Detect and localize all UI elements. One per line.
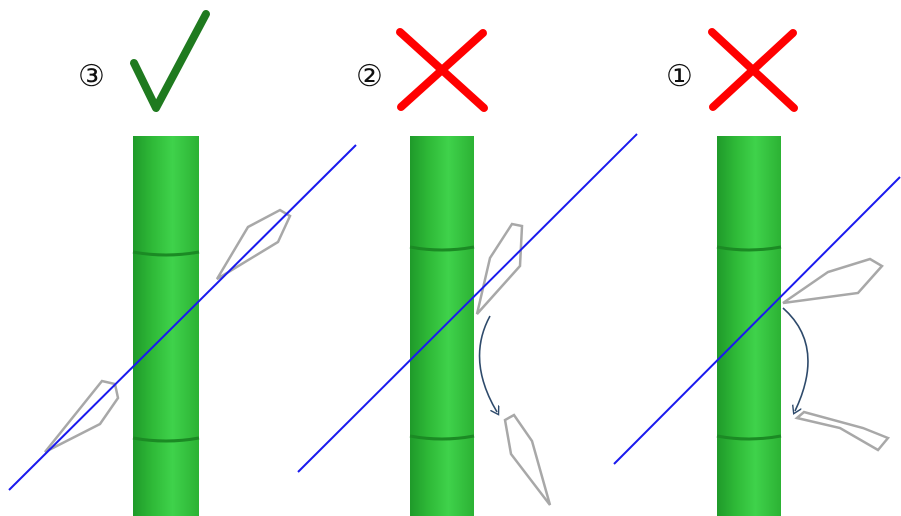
bamboo-stalk <box>716 136 782 516</box>
panel-1: ① <box>613 28 901 516</box>
leaf-lower <box>794 410 891 452</box>
blue-diagonal-line <box>8 144 357 491</box>
leaf-upper <box>215 208 292 281</box>
curved-arrow-icon <box>782 307 809 411</box>
panel-number: ① <box>666 59 693 94</box>
leaf-lower <box>503 413 552 506</box>
curved-arrow-icon <box>478 315 497 412</box>
blue-diagonal-line <box>613 176 901 465</box>
bamboo-stalk <box>132 136 200 516</box>
blue-diagonal-line <box>297 133 638 473</box>
bamboo-stalk <box>409 136 475 516</box>
panel-number: ② <box>356 59 383 94</box>
panel-2: ② <box>297 28 638 516</box>
panel-3: ③ <box>8 10 357 516</box>
cross-icon <box>396 28 488 112</box>
check-icon <box>130 10 210 112</box>
cross-icon <box>708 28 798 112</box>
leaf-upper <box>475 222 524 315</box>
leaf-lower <box>44 379 120 454</box>
panel-number: ③ <box>78 59 105 94</box>
leaf-upper <box>782 257 884 305</box>
